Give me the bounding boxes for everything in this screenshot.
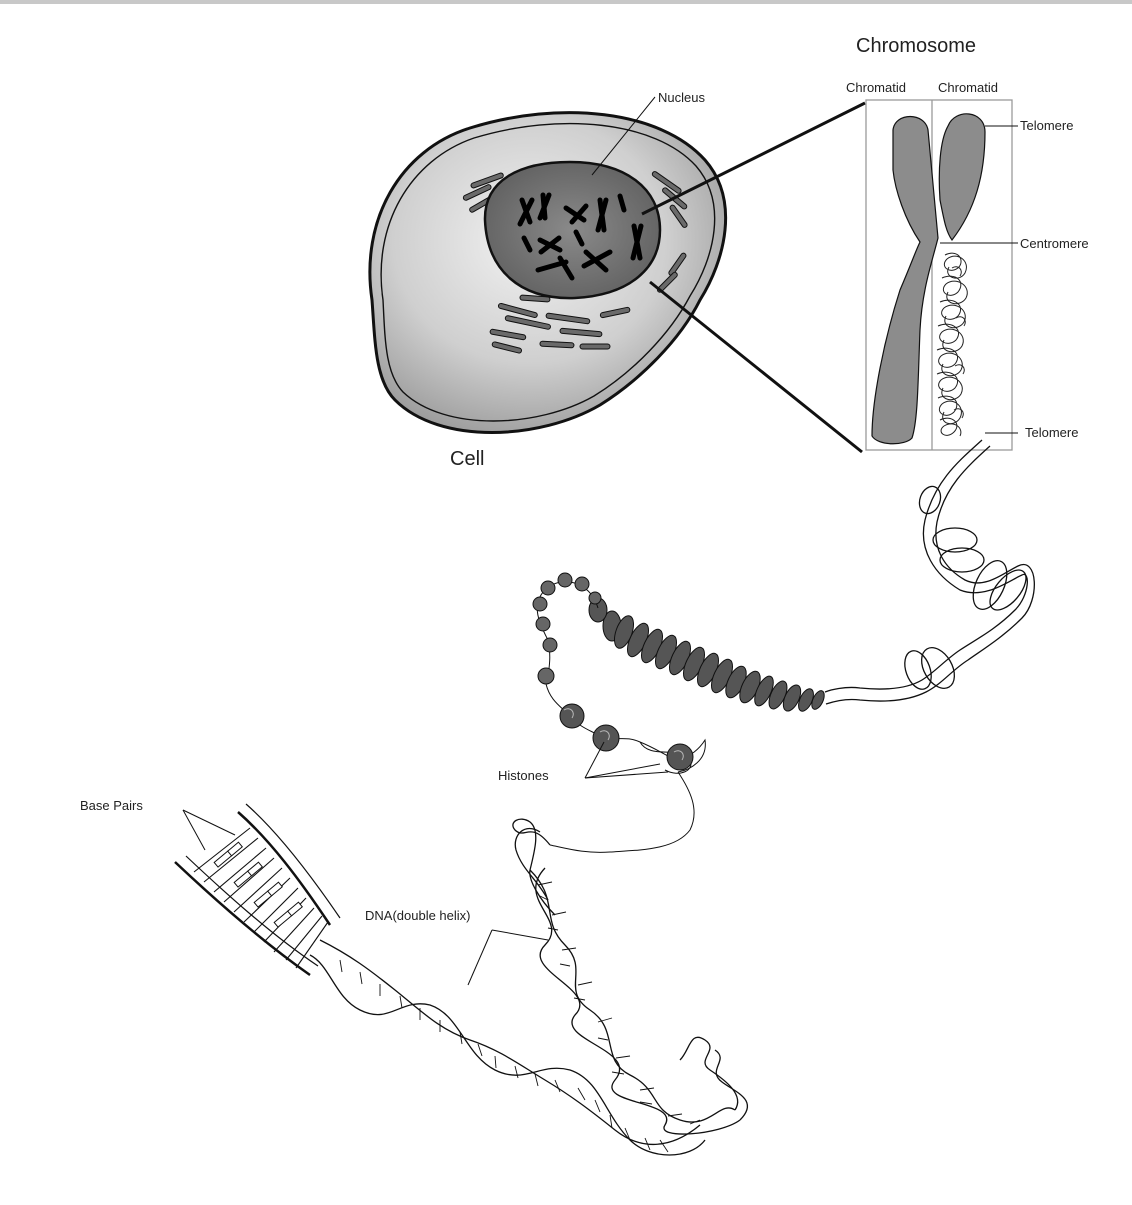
- histone-clusters: [545, 683, 706, 853]
- nucleosome-beads: [532, 572, 602, 685]
- nucleus: [483, 160, 662, 300]
- dna-leaders: [467, 929, 549, 986]
- nucleus-label: Nucleus: [658, 90, 705, 105]
- solenoid-fiber: [588, 597, 825, 712]
- base-pair-ladder: [174, 803, 341, 977]
- histone-2: [592, 724, 620, 752]
- base-pairs-leaders: [182, 809, 236, 851]
- zoom-line-bottom: [649, 280, 863, 454]
- chromosome-frame: [865, 99, 1013, 451]
- dna-label: DNA(double helix): [365, 908, 471, 923]
- right-chromatid: [938, 113, 986, 241]
- chromatin-fiber: [824, 439, 1035, 705]
- base-pairs-label: Base Pairs: [80, 798, 143, 813]
- base-pair-blocks: [213, 841, 303, 928]
- chromatid-left-label: Chromatid: [846, 80, 906, 95]
- telomere-bottom-label: Telomere: [1025, 425, 1078, 440]
- organelles: [462, 171, 688, 354]
- centromere-label: Centromere: [1020, 236, 1089, 251]
- nucleus-chromosomes: [517, 192, 644, 281]
- chromosome: [865, 99, 1018, 451]
- histone-1: [559, 703, 585, 729]
- cell-label: Cell: [450, 448, 484, 470]
- chromatin-coil: [936, 252, 968, 437]
- histones-label: Histones: [498, 768, 549, 783]
- top-divider: [0, 0, 1132, 4]
- cell: [368, 96, 727, 434]
- telomere-top-label: Telomere: [1020, 118, 1073, 133]
- nucleus-leader: [591, 96, 656, 176]
- chromatid-right-label: Chromatid: [938, 80, 998, 95]
- left-chromatid: [871, 116, 939, 445]
- histone-leaders: [584, 741, 669, 779]
- dna-double-helix: [309, 818, 748, 1156]
- cell-inner-membrane: [380, 122, 716, 422]
- zoom-line-top: [641, 101, 866, 216]
- histone-3: [666, 743, 694, 771]
- base-pairs: [193, 827, 329, 969]
- chromosome-title: Chromosome: [856, 35, 976, 57]
